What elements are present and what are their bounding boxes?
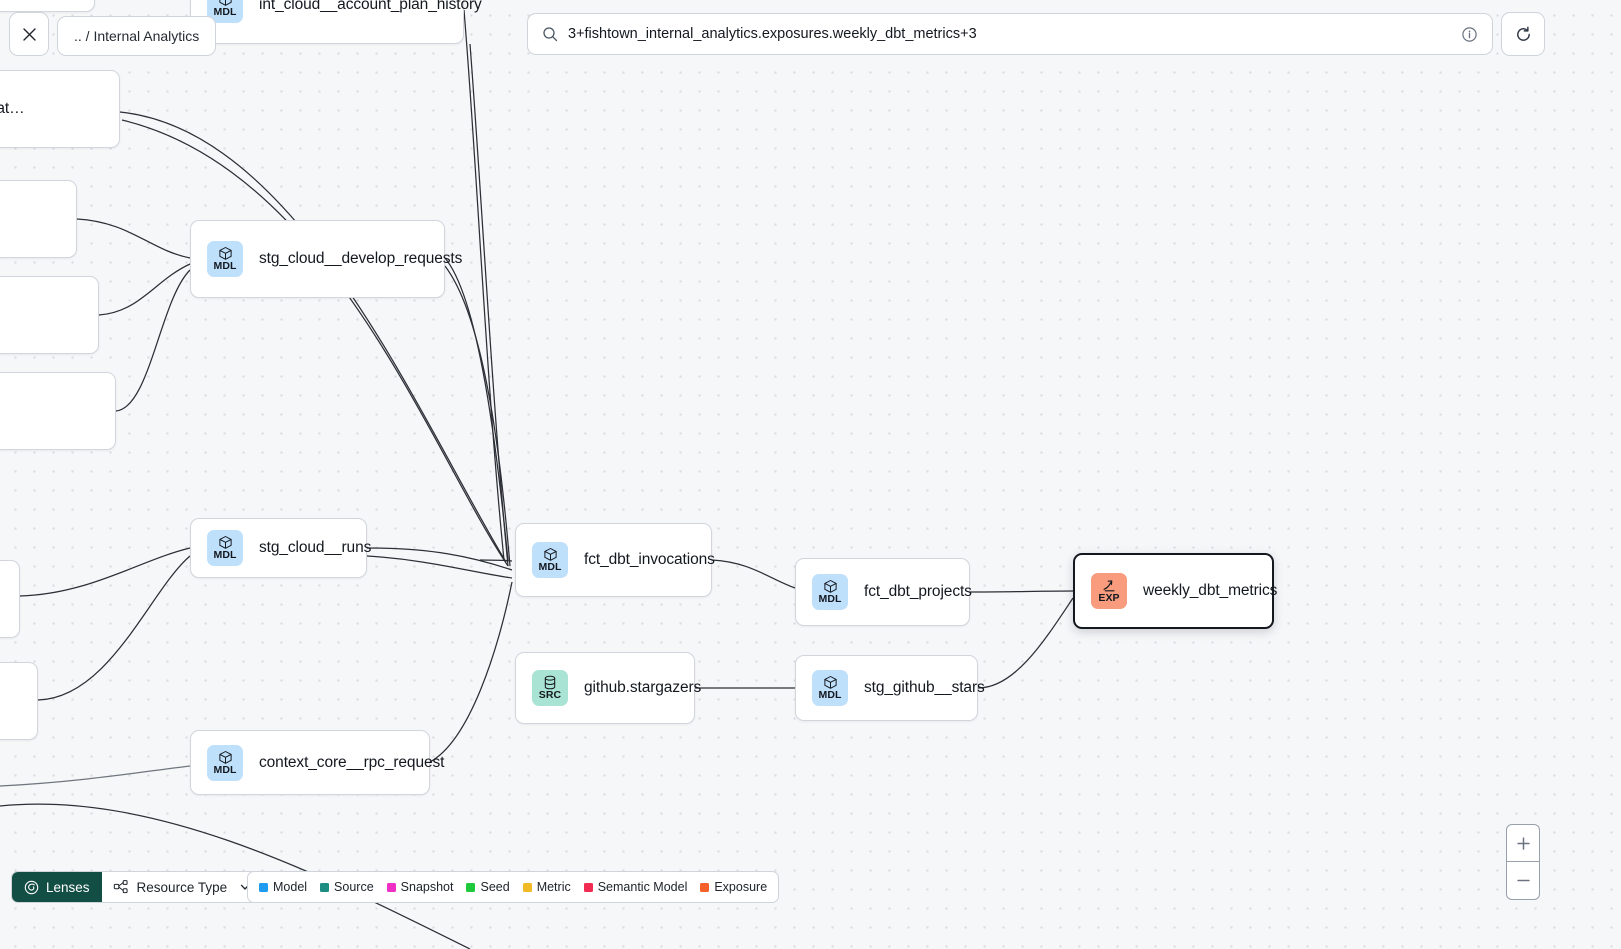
node-label: multicell_migrat… — [0, 100, 25, 117]
minus-icon — [1516, 879, 1530, 882]
node-type-code: MDL — [213, 260, 237, 272]
node-type-code: EXP — [1098, 592, 1120, 604]
graph-node-stg_cloud_develop[interactable]: MDL stg_cloud__develop_requests — [190, 220, 462, 298]
legend-label: Exposure — [714, 880, 768, 894]
graph-node-stg_github_stars[interactable]: MDL stg_github__stars — [795, 655, 985, 721]
database-icon — [544, 675, 556, 690]
graph-node-stg_cloud_runs[interactable]: MDL stg_cloud__runs — [190, 518, 371, 578]
search-icon — [543, 27, 558, 42]
lenses-label: Lenses — [46, 879, 90, 895]
refresh-icon — [1516, 26, 1530, 41]
node-label: stg_cloud__develop_requests — [259, 250, 463, 267]
graph-node-dev_request_1[interactable]: p_request — [0, 180, 77, 258]
legend-item-semantic-model[interactable]: Semantic Model — [583, 880, 688, 894]
node-label: fct_dbt_projects — [864, 583, 972, 600]
plus-icon — [1516, 836, 1530, 850]
node-type-code: MDL — [818, 593, 842, 605]
zoom-out-button[interactable] — [1507, 862, 1539, 899]
cube-icon — [823, 676, 837, 689]
node-label: int_cloud__account_plan_history — [259, 0, 482, 13]
legend-item-seed[interactable]: Seed — [466, 880, 510, 894]
graph-node-int_cloud_acct[interactable]: MDL int_cloud__account_plan_history — [190, 0, 482, 44]
legend-item-source[interactable]: Source — [320, 880, 374, 894]
node-type-code: MDL — [213, 763, 237, 776]
breadcrumb-label: .. / Internal Analytics — [74, 28, 200, 44]
node-type-badge-mdl: MDL — [207, 241, 243, 277]
node-label: stg_github__stars — [864, 679, 985, 696]
graph-node-partial_n[interactable]: n — [0, 560, 20, 638]
graph-node-fct_dbt_projects[interactable]: MDL fct_dbt_projects — [795, 558, 972, 626]
node-type-code: SRC — [538, 689, 562, 701]
node-graph-icon — [113, 880, 128, 894]
legend-label: Metric — [536, 880, 571, 894]
legend-swatch — [583, 882, 593, 892]
node-type-code: MDL — [538, 561, 562, 573]
legend-label: Model — [273, 880, 308, 894]
resource-type-label: Resource Type — [136, 879, 228, 895]
node-type-badge-exp: EXP — [1091, 573, 1127, 609]
zoom-controls — [1506, 824, 1540, 900]
node-label: weekly_dbt_metrics — [1143, 582, 1278, 599]
graph-node-dev_request_3[interactable]: _develop_request — [0, 372, 116, 450]
search-input[interactable] — [568, 26, 1451, 42]
legend-swatch — [522, 882, 532, 892]
legend-swatch — [259, 882, 268, 892]
legend-item-exposure[interactable]: Exposure — [700, 880, 767, 894]
cube-icon — [823, 580, 837, 593]
chart-line-icon — [1102, 580, 1115, 592]
node-type-code: MDL — [213, 549, 237, 561]
cube-icon — [218, 247, 232, 260]
cube-icon — [218, 0, 232, 6]
lenses-button[interactable]: Lenses — [12, 872, 102, 902]
legend-swatch — [700, 882, 710, 892]
legend-item-metric[interactable]: Metric — [522, 880, 571, 894]
refresh-button[interactable] — [1501, 12, 1545, 56]
cube-icon — [543, 548, 557, 561]
graph-node-fct_dbt_invocations[interactable]: MDL fct_dbt_invocations — [515, 523, 715, 597]
legend-item-snapshot[interactable]: Snapshot — [386, 880, 454, 894]
lens-spiral-icon — [24, 880, 39, 894]
node-label: context_core__rpc_request — [259, 753, 445, 771]
node-type-badge-mdl: MDL — [207, 744, 243, 781]
bottom-toolbar: Lenses Resource Type — [11, 871, 264, 903]
node-type-badge-mdl: MDL — [812, 574, 848, 610]
search-bar[interactable] — [527, 13, 1493, 55]
node-type-code: MDL — [818, 689, 842, 701]
cube-icon — [218, 536, 232, 549]
legend-label: Seed — [480, 880, 510, 894]
node-type-badge-mdl: MDL — [532, 542, 568, 578]
graph-node-github_stargazers[interactable]: SRC github.stargazers — [515, 652, 701, 724]
node-label: stg_cloud__runs — [259, 539, 372, 556]
zoom-in-button[interactable] — [1507, 825, 1539, 862]
node-type-badge-mdl: MDL — [812, 670, 848, 706]
graph-node-multicell_migrate[interactable]: multicell_migrat… — [0, 70, 120, 148]
legend-swatch — [320, 882, 330, 892]
legend-item-model[interactable]: Model — [259, 880, 307, 894]
resource-type-dropdown[interactable]: Resource Type — [101, 872, 263, 902]
node-label: fct_dbt_invocations — [584, 551, 715, 568]
close-button[interactable] — [9, 12, 49, 56]
node-type-badge-mdl: MDL — [207, 0, 243, 23]
cube-icon — [218, 750, 232, 764]
close-icon — [22, 27, 36, 41]
legend-swatch — [466, 882, 476, 892]
node-label: github.stargazers — [584, 679, 702, 696]
node-type-code: MDL — [213, 6, 237, 18]
resource-type-legend: Model Source Snapshot Seed Metric Semantic Mo… — [247, 871, 780, 903]
legend-label: Semantic Model — [597, 880, 688, 894]
legend-label: Snapshot — [400, 880, 454, 894]
legend-label: Source — [334, 880, 374, 894]
info-circle-icon[interactable] — [1461, 26, 1478, 43]
graph-node-partial_run[interactable]: .run — [0, 662, 38, 740]
breadcrumb[interactable]: .. / Internal Analytics — [57, 16, 217, 56]
graph-node-dev_request_2[interactable]: velop_request — [0, 276, 99, 354]
node-type-badge-src: SRC — [532, 670, 568, 706]
graph-node-snapshot_daily[interactable]: snapshot_daily — [0, 0, 95, 12]
node-type-badge-mdl: MDL — [207, 530, 243, 566]
graph-node-context_core_rpc[interactable]: MDL context_core__rpc_request — [190, 730, 444, 795]
graph-node-weekly_dbt_metrics[interactable]: EXP weekly_dbt_metrics — [1073, 553, 1278, 629]
legend-swatch — [386, 882, 396, 892]
